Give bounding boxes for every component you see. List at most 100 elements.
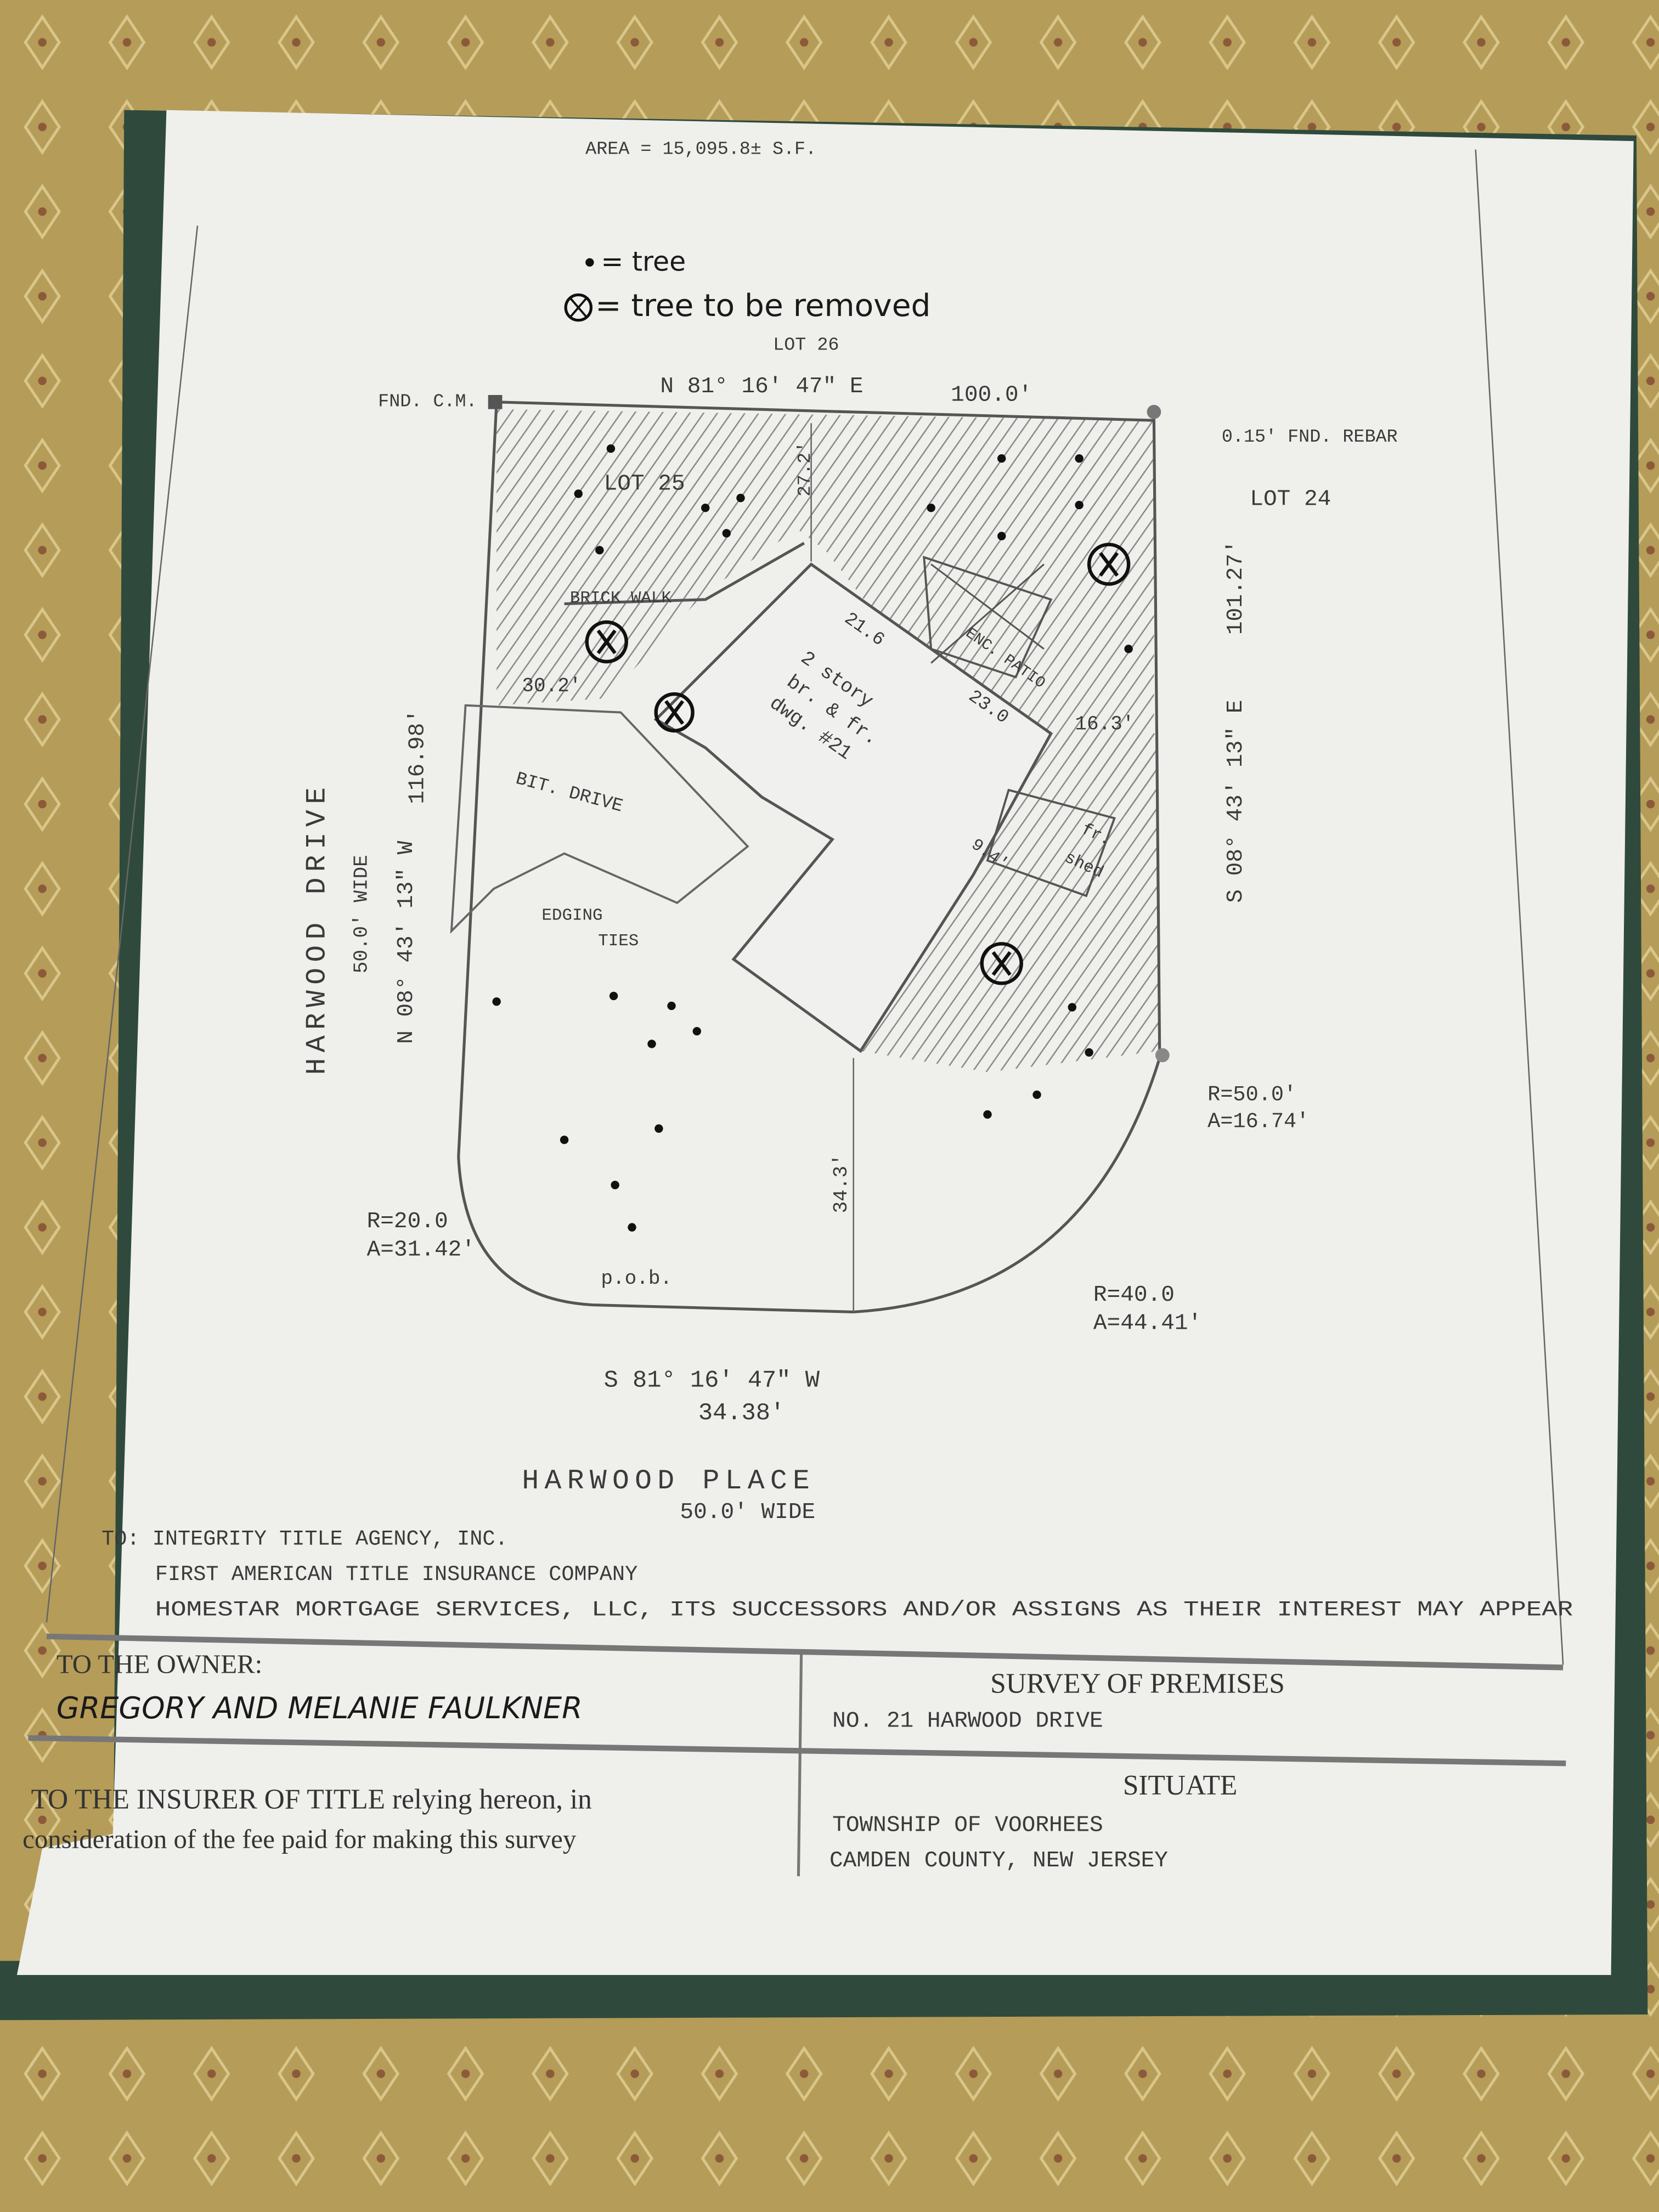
tree-icon [609,991,618,1001]
west-street-name: HARWOOD DRIVE [301,782,333,1075]
curve-1-radius: R=50.0' [1207,1083,1296,1107]
certification-line-1: TO: INTEGRITY TITLE AGENCY, INC. [101,1527,508,1551]
owner-label: TO THE OWNER: [57,1649,262,1679]
survey-paper [16,110,1634,1975]
tree-icon [606,444,616,453]
legend-tree: = tree [601,246,686,278]
tree-icon [611,1181,619,1189]
rebar-label: 0.15' FND. REBAR [1222,427,1398,448]
west-distance: 116.98' [405,709,430,804]
monument-marker [488,395,503,409]
hatched-yard-north [496,409,1154,847]
insurer-line-1: TO THE INSURER OF TITLE relying hereon, … [31,1784,592,1815]
tree-icon [1075,500,1084,510]
tree-icon [983,1110,992,1119]
tree-icon [1032,1090,1041,1099]
edging-label: EDGING [541,906,602,926]
tree-icon [574,489,583,498]
curve-1-arc: A=16.74' [1207,1110,1309,1134]
trees-to-remove [585,543,1131,985]
west-bearing: N 08° 43′ 13″ W [394,840,419,1044]
east-bearing: S 08° 43′ 13″ E [1223,700,1249,903]
situate-label: SITUATE [1123,1770,1237,1801]
tree-icon [628,1223,636,1232]
page-border-left [46,225,199,1623]
tree-icon [595,546,604,555]
insurer-line-2: consideration of the fee paid for making… [22,1824,577,1854]
tree-icon [647,1040,656,1048]
ties-label: TIES [598,932,639,951]
tree-removed-icon [564,293,593,322]
south-distance: 34.38' [698,1400,785,1427]
title-block-divider [797,1653,803,1877]
legend: = tree = tree to be removed [564,246,930,324]
certification-line-3: HOMESTAR MORTGAGE SERVICES, LLC, ITS SUC… [155,1598,1573,1622]
title-block-rule-mid [28,1735,1566,1767]
curve-3-arc: A=44.41' [1093,1311,1201,1336]
bituminous-drive [450,704,749,934]
tree-icon [492,997,501,1006]
tree-icon [997,454,1006,463]
tree-icon [1068,1003,1076,1012]
shed-outline [986,788,1116,898]
south-bearing: S 81° 16′ 47″ W [604,1368,820,1395]
tree-icon [997,532,1006,540]
east-offset: 16.3' [1075,713,1134,735]
curve-2-radius: R=20.0 [367,1209,448,1234]
county: CAMDEN COUNTY, NEW JERSEY [830,1848,1168,1874]
hatched-yard-east [860,733,1160,1073]
north-bearing: N 81° 16′ 47″ E [660,374,863,399]
lot-26-label: LOT 26 [773,335,839,356]
tree-icon [654,1124,663,1133]
survey-label: SURVEY OF PREMISES [990,1668,1285,1700]
curve-3-radius: R=40.0 [1093,1283,1175,1308]
lot-boundary-west [457,402,498,1157]
tree-icon [736,494,745,503]
trees [492,444,1133,1232]
survey-address: NO. 21 HARWOOD DRIVE [832,1708,1103,1734]
title-block-rule-top [46,1633,1564,1671]
enclosed-patio [923,555,1053,679]
tree-icon [1085,1048,1093,1057]
rear-offset: 27.2' [795,442,816,496]
north-distance: 100.0′ [951,382,1032,408]
south-street-name: HARWOOD PLACE [522,1465,815,1497]
area-label: AREA = 15,095.8± S.F. [585,139,816,160]
tree-icon [927,504,935,512]
tree-icon [1124,645,1133,653]
brick-walk [564,541,805,606]
lot-boundary-south [457,1057,1161,1314]
curve-2-arc: A=31.42' [367,1238,475,1263]
south-street-width: 50.0' WIDE [680,1500,815,1525]
tree-icon [701,504,710,512]
legend-tree-removed: = tree to be removed [595,287,930,324]
tree-removed-icon [1087,543,1131,586]
monument-label: FND. C.M. [378,392,477,413]
owner-name: GREGORY AND MELANIE FAULKNER [57,1691,583,1725]
tree-icon [1075,454,1084,463]
lot-25-label: LOT 25 [604,471,685,496]
pob-label: p.o.b. [601,1267,672,1290]
brick-walk-label: BRICK WALK [570,589,672,608]
east-distance: 101.27' [1223,540,1249,635]
tree-icon [722,529,731,538]
township: TOWNSHIP OF VOORHEES [832,1813,1103,1838]
tree-removed-icon [980,942,1023,985]
tree-icon [560,1136,569,1144]
patio-cross [930,563,1045,664]
tree-icon [667,1001,676,1011]
rebar-marker [1147,405,1161,419]
lot-24-label: LOT 24 [1250,487,1331,512]
tree-removed-icon [654,692,695,733]
tree-dot-icon [585,258,594,267]
lot-boundary [496,400,1161,1051]
page-border-right [1475,149,1564,1665]
certification-line-2: FIRST AMERICAN TITLE INSURANCE COMPANY [155,1562,637,1587]
title-block: TO THE OWNER: GREGORY AND MELANIE FAULKN… [22,1633,1566,1877]
west-offset: 30.2' [522,675,581,697]
dwelling-outline [653,562,1053,1053]
tree-removed-icon [585,620,628,664]
front-offset: 34.3' [830,1154,853,1213]
curve-marker [1155,1048,1170,1063]
